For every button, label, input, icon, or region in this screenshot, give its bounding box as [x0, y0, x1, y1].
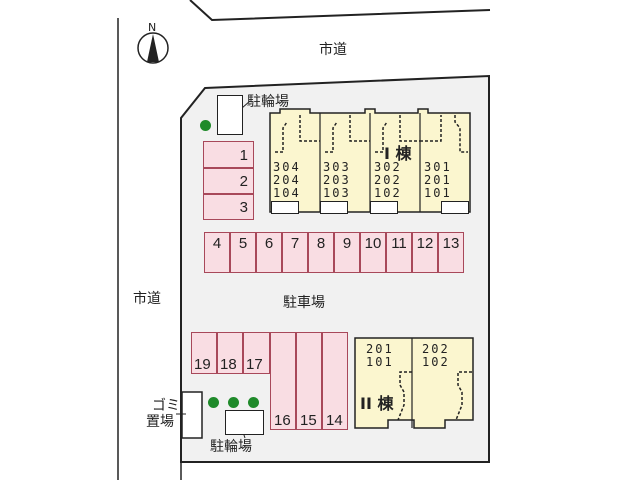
tree-icon: [228, 397, 239, 408]
parking-slot-4[interactable]: 4: [204, 232, 230, 273]
parking-slot-15[interactable]: 15: [296, 332, 322, 430]
tree-icon: [208, 397, 219, 408]
parking-slot-17[interactable]: 17: [243, 332, 270, 374]
entrance-box: [370, 201, 398, 214]
parking-slot-6[interactable]: 6: [256, 232, 282, 273]
parking-slot-2[interactable]: 2: [203, 168, 254, 194]
entrance-box: [271, 201, 299, 214]
parking-slot-11[interactable]: 11: [386, 232, 412, 273]
parking-slot-19[interactable]: 19: [191, 332, 217, 374]
garbage-area-label: ゴミ 置場: [146, 398, 180, 430]
north-arrow-icon: [137, 32, 169, 64]
parking-slot-7[interactable]: 7: [282, 232, 308, 273]
parking-slot-18[interactable]: 18: [217, 332, 243, 374]
bike-parking-north-box: [217, 95, 243, 135]
building-2-name: II 棟: [360, 394, 394, 413]
parking-slot-1[interactable]: 1: [203, 141, 254, 168]
parking-lot-label: 駐車場: [283, 295, 325, 311]
bike-parking-south-label: 駐輪場: [210, 439, 252, 455]
road-label-north: 市道: [319, 42, 347, 58]
tree-icon: [200, 120, 211, 131]
bike-parking-north-label: 駐輪場: [247, 94, 289, 110]
parking-slot-5[interactable]: 5: [230, 232, 256, 273]
bike-parking-south-box: [225, 410, 264, 435]
parking-slot-13[interactable]: 13: [438, 232, 464, 273]
tree-icon: [248, 397, 259, 408]
parking-slot-8[interactable]: 8: [308, 232, 334, 273]
parking-slot-9[interactable]: 9: [334, 232, 360, 273]
parking-slot-14[interactable]: 14: [322, 332, 348, 430]
parking-slot-16[interactable]: 16: [270, 332, 296, 430]
building-1-name: I 棟: [384, 144, 412, 163]
parking-slot-10[interactable]: 10: [360, 232, 386, 273]
entrance-box: [320, 201, 348, 214]
parking-slot-12[interactable]: 12: [412, 232, 438, 273]
entrance-box: [441, 201, 469, 214]
road-label-west: 市道: [133, 291, 161, 307]
compass-label: N: [148, 21, 157, 34]
parking-slot-3[interactable]: 3: [203, 194, 254, 220]
